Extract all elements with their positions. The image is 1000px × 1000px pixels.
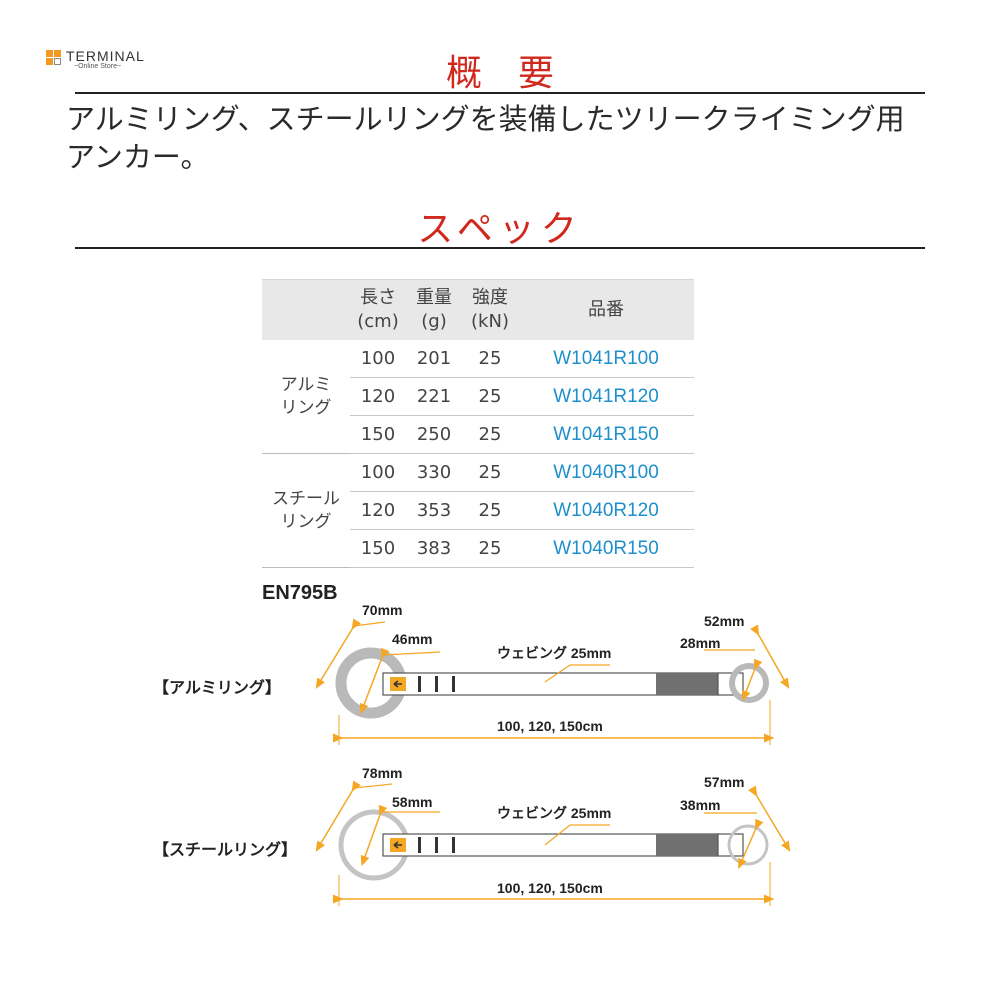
header-code: 品番 bbox=[518, 279, 694, 340]
group-steel: スチールリング bbox=[262, 453, 350, 568]
cell-weight: 250 bbox=[406, 415, 462, 454]
table-row: 120 221 25 W1041R120 bbox=[262, 377, 694, 416]
cell-length: 120 bbox=[350, 491, 406, 530]
small-ring-inner-dim: 28mm bbox=[680, 635, 721, 651]
cell-strength: 25 bbox=[462, 340, 518, 378]
cell-strength: 25 bbox=[462, 415, 518, 454]
product-code-link[interactable]: W1041R120 bbox=[518, 377, 694, 416]
steel-anchor-drawing bbox=[315, 780, 791, 906]
stitch-mark bbox=[435, 837, 438, 853]
logo-square-icon bbox=[54, 50, 61, 57]
overview-title: 概 要 bbox=[445, 53, 554, 94]
overview-description: アルミリング、スチールリングを装備したツリークライミング用 アンカー。 bbox=[66, 100, 926, 176]
logo-square-icon bbox=[54, 58, 61, 65]
small-ring-outer-dim: 52mm bbox=[704, 613, 745, 629]
big-ring-outer-dim: 78mm bbox=[362, 765, 403, 781]
cell-length: 100 bbox=[350, 453, 406, 492]
aluminum-ring-label: 【アルミリング】 bbox=[153, 678, 281, 697]
product-code-link[interactable]: W1041R150 bbox=[518, 415, 694, 454]
aluminum-anchor-drawing bbox=[315, 618, 790, 745]
webbing-dim: ウェビング 25mm bbox=[497, 645, 612, 661]
arrow-icon bbox=[393, 841, 402, 849]
cell-length: 150 bbox=[350, 529, 406, 568]
product-code-link[interactable]: W1041R100 bbox=[518, 340, 694, 378]
stitch-mark bbox=[452, 837, 455, 853]
cell-weight: 383 bbox=[406, 529, 462, 568]
table-row: 150 383 25 W1040R150 bbox=[262, 529, 694, 568]
table-header-row: 長さ(cm) 重量(g) 強度(kN) 品番 bbox=[262, 279, 694, 340]
table-row: 120 353 25 W1040R120 bbox=[262, 491, 694, 530]
arrow-icon bbox=[393, 680, 402, 688]
cell-strength: 25 bbox=[462, 491, 518, 530]
cell-strength: 25 bbox=[462, 377, 518, 416]
sewn-section bbox=[656, 834, 718, 856]
length-dim: 100, 120, 150cm bbox=[497, 880, 603, 896]
product-code-link[interactable]: W1040R150 bbox=[518, 529, 694, 568]
overview-text-line: アルミリング、スチールリングを装備したツリークライミング用 bbox=[66, 102, 905, 136]
group-aluminum: アルミリング bbox=[262, 340, 350, 454]
sewn-section bbox=[656, 673, 718, 695]
stitch-mark bbox=[418, 837, 421, 853]
logo-subtitle: ~Online Store~ bbox=[74, 63, 122, 70]
table-row: スチールリング 100 330 25 W1040R100 bbox=[262, 453, 694, 568]
spec-title: スペック bbox=[417, 209, 583, 250]
spec-divider bbox=[75, 247, 925, 249]
spec-table: 長さ(cm) 重量(g) 強度(kN) 品番 アルミリング 100 201 25… bbox=[262, 279, 694, 568]
logo-square-icon bbox=[46, 50, 53, 57]
cell-length: 120 bbox=[350, 377, 406, 416]
stitch-mark bbox=[435, 676, 438, 692]
cell-length: 100 bbox=[350, 340, 406, 378]
big-ring-inner-dim: 58mm bbox=[392, 794, 433, 810]
cell-strength: 25 bbox=[462, 453, 518, 492]
product-code-link[interactable]: W1040R100 bbox=[518, 453, 694, 492]
header-strength: 強度(kN) bbox=[462, 279, 518, 340]
logo-brand: TERMINAL bbox=[66, 48, 145, 64]
table-row: 150 250 25 W1041R150 bbox=[262, 415, 694, 454]
overview-text-line: アンカー。 bbox=[66, 140, 210, 174]
cell-weight: 221 bbox=[406, 377, 462, 416]
logo-square-icon bbox=[46, 58, 53, 65]
header-length: 長さ(cm) bbox=[350, 279, 406, 340]
standard-label: EN795B bbox=[262, 582, 338, 604]
cell-length: 150 bbox=[350, 415, 406, 454]
overview-divider bbox=[75, 92, 925, 94]
store-logo[interactable]: TERMINAL ~Online Store~ bbox=[46, 48, 186, 80]
big-ring-outer-dim: 70mm bbox=[362, 602, 403, 618]
cell-weight: 353 bbox=[406, 491, 462, 530]
cell-weight: 201 bbox=[406, 340, 462, 378]
webbing-dim: ウェビング 25mm bbox=[497, 805, 612, 821]
small-ring-outer-dim: 57mm bbox=[704, 774, 745, 790]
big-ring-inner-dim: 46mm bbox=[392, 631, 433, 647]
steel-ring-label: 【スチールリング】 bbox=[153, 840, 298, 859]
header-group bbox=[262, 279, 350, 340]
small-ring-inner-dim: 38mm bbox=[680, 797, 721, 813]
cell-strength: 25 bbox=[462, 529, 518, 568]
header-weight: 重量(g) bbox=[406, 279, 462, 340]
table-row: アルミリング 100 201 25 W1041R100 bbox=[262, 340, 694, 454]
stitch-mark bbox=[418, 676, 421, 692]
length-dim: 100, 120, 150cm bbox=[497, 718, 603, 734]
stitch-mark bbox=[452, 676, 455, 692]
product-code-link[interactable]: W1040R120 bbox=[518, 491, 694, 530]
cell-weight: 330 bbox=[406, 453, 462, 492]
